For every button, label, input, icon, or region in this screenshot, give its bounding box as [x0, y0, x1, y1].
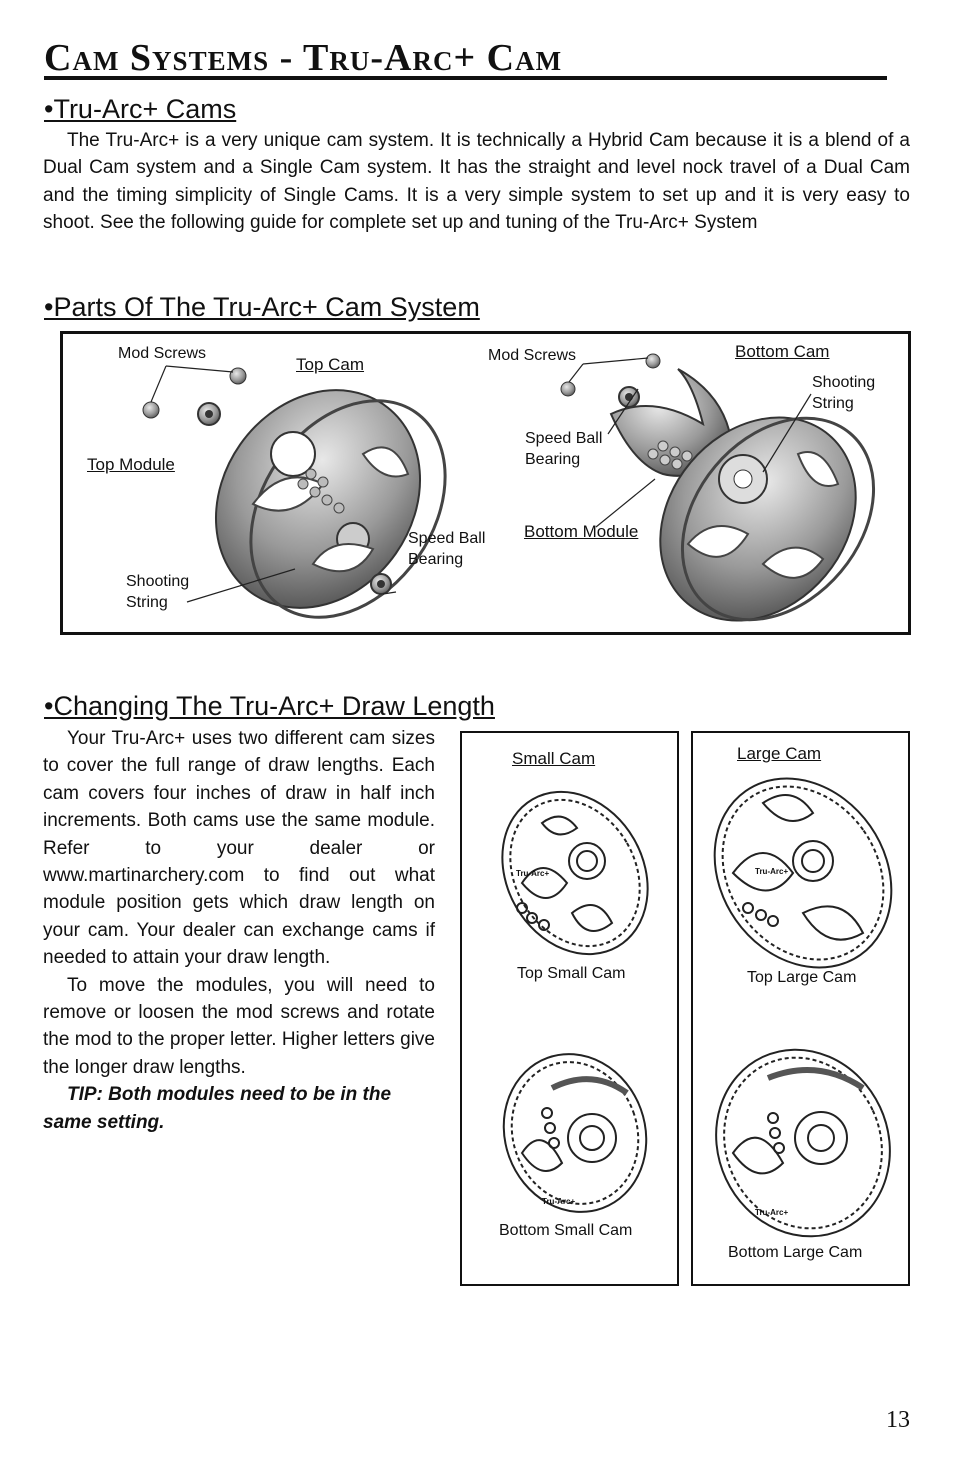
page-number: 13 — [886, 1407, 910, 1433]
label-speed-ball-bearing-right: Speed Ball Bearing — [525, 430, 603, 468]
small-cam-heading: Small Cam — [512, 749, 596, 768]
parts-diagram-illustration — [142, 353, 876, 622]
bottom-large-cam-caption: Bottom Large Cam — [728, 1244, 863, 1261]
label-top-cam: Top Cam — [296, 355, 365, 374]
label-top-module: Top Module — [87, 455, 175, 474]
label-bottom-cam: Bottom Cam — [735, 342, 830, 361]
bottom-large-cam-brand: Tru-Arc+ — [755, 1208, 789, 1217]
parts-diagram-frame: Mod Screws Top Cam Top Module Speed Ball… — [60, 331, 911, 635]
bottom-module-illustration — [609, 368, 733, 477]
large-cam-heading: Large Cam — [737, 744, 822, 763]
bottom-small-cam-brand: Tru-Arc+ — [542, 1197, 576, 1206]
title-underline — [44, 76, 887, 80]
top-cam-illustration — [214, 389, 447, 619]
section-heading-draw-length: •Changing The Tru-Arc+ Draw Length — [44, 691, 495, 721]
small-cam-drawings — [501, 790, 649, 1213]
large-cam-drawings — [713, 777, 893, 1238]
top-small-cam-caption: Top Small Cam — [517, 965, 626, 982]
intro-paragraph: The Tru-Arc+ is a very unique cam system… — [43, 130, 910, 234]
section-heading-tru-arc-cams: •Tru-Arc+ Cams — [44, 94, 237, 124]
bottom-small-cam-caption: Bottom Small Cam — [499, 1222, 633, 1239]
top-large-cam-brand: Tru-Arc+ — [755, 867, 789, 876]
top-small-cam-brand: Tru-Arc+ — [516, 869, 550, 878]
bottom-cam-illustration — [659, 416, 876, 622]
large-cam-panel: Large Cam Tru-Arc+ Tru-Arc+ Top Large Ca… — [691, 731, 910, 1286]
label-mod-screws-right: Mod Screws — [488, 347, 577, 364]
tip-note: TIP: Both modules need to be in the same… — [43, 1084, 392, 1133]
label-bottom-module: Bottom Module — [524, 522, 639, 541]
label-speed-ball-bearing-left: Speed Ball Bearing — [408, 530, 486, 568]
section-heading-parts: •Parts Of The Tru-Arc+ Cam System — [44, 292, 480, 322]
draw-length-paragraph-2: To move the modules, you will need to re… — [43, 974, 435, 1078]
draw-length-paragraph-1: Your Tru-Arc+ uses two different cam siz… — [43, 728, 435, 969]
label-shooting-string-left: Shooting String — [126, 573, 190, 611]
top-large-cam-caption: Top Large Cam — [747, 969, 857, 986]
page-title: Cam Systems - Tru-Arc+ Cam — [44, 37, 563, 79]
label-shooting-string-right: Shooting String — [812, 374, 876, 412]
draw-length-text: Your Tru-Arc+ uses two different cam siz… — [43, 725, 435, 1136]
small-cam-panel: Small Cam Tru-Arc+ Tru-Arc+ Top Small Ca… — [460, 731, 679, 1286]
label-mod-screws-left: Mod Screws — [118, 345, 207, 362]
